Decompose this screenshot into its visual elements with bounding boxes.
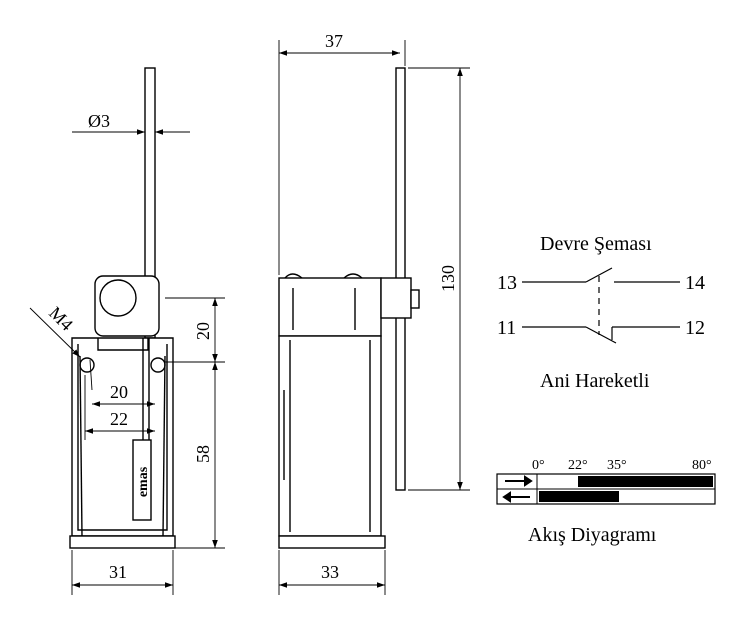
dim-rod-diameter: Ø3: [88, 111, 110, 131]
circuit-diagram: [522, 267, 680, 344]
brand-text: emas: [136, 466, 151, 497]
angle-80: 80°: [692, 458, 712, 473]
flow-title: Akış Diyagramı: [528, 524, 657, 546]
side-head: [278, 277, 382, 337]
side-base: [278, 535, 386, 549]
flow-diagram: [496, 473, 716, 505]
side-body: [278, 335, 382, 537]
circuit-title: Devre Şeması: [540, 233, 652, 255]
dim-width-bottom: 22: [110, 409, 128, 429]
flow-bar-upper: [619, 476, 713, 487]
front-hole-left: [79, 357, 95, 373]
angle-22: 22°: [568, 458, 588, 473]
side-dimensions: [278, 40, 470, 595]
dim-top-width: 37: [325, 31, 343, 51]
terminal-14: 14: [685, 272, 705, 294]
dim-body-height: 58: [193, 445, 213, 463]
angle-0: 0°: [532, 458, 545, 473]
dim-total-height: 130: [438, 265, 458, 292]
circuit-subtitle: Ani Hareketli: [540, 370, 650, 392]
terminal-11: 11: [497, 317, 516, 339]
dim-lever-gap: 20: [193, 322, 213, 340]
front-view: [69, 67, 176, 549]
dim-body-width: 31: [109, 562, 127, 582]
dim-bottom-width: 33: [321, 562, 339, 582]
terminal-13: 13: [497, 272, 517, 294]
terminal-12: 12: [685, 317, 705, 339]
dim-thread: M4: [45, 303, 77, 335]
arrow-left-icon: [502, 491, 530, 503]
front-hole-right: [150, 357, 166, 373]
brand-plate: [132, 439, 152, 521]
flow-bar-lower: [539, 491, 578, 502]
front-body: [71, 337, 174, 537]
side-view: [278, 67, 420, 549]
front-base: [69, 535, 176, 549]
angle-35: 35°: [607, 458, 627, 473]
dim-width-top: 20: [110, 382, 128, 402]
front-dimensions: [29, 129, 225, 595]
side-hub: [380, 277, 412, 319]
arrow-right-icon: [505, 475, 533, 487]
front-roller: [99, 279, 137, 317]
